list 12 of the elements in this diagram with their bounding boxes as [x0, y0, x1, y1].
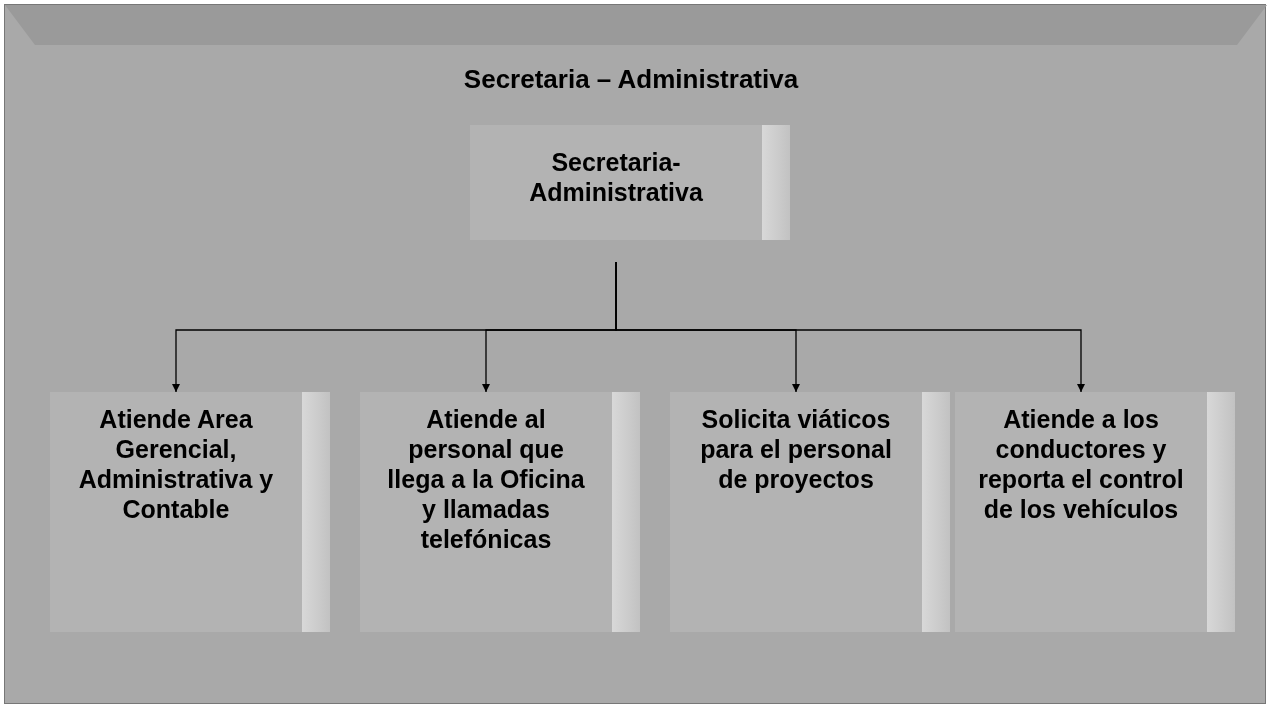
process-box	[360, 392, 640, 632]
process-box	[50, 392, 330, 632]
process-box	[955, 392, 1235, 632]
node-text: Atiende a los conductores y reporta el control de los vehículos	[977, 404, 1185, 524]
connector-arrow	[615, 261, 1085, 393]
node-text: Atiende Area Gerencial, Administrativa y Contable	[77, 404, 275, 524]
node-text: Solicita viáticos para el personal de proyectos	[699, 404, 893, 494]
process-box	[470, 125, 790, 240]
node-text: Atiende al personal que llega a la Oficina y llamadas telefónicas	[386, 404, 586, 554]
diagram-title: Secretaria – Administrativa	[462, 64, 800, 95]
node-text: Secretaria- Administrativa	[528, 147, 704, 207]
process-box	[670, 392, 950, 632]
